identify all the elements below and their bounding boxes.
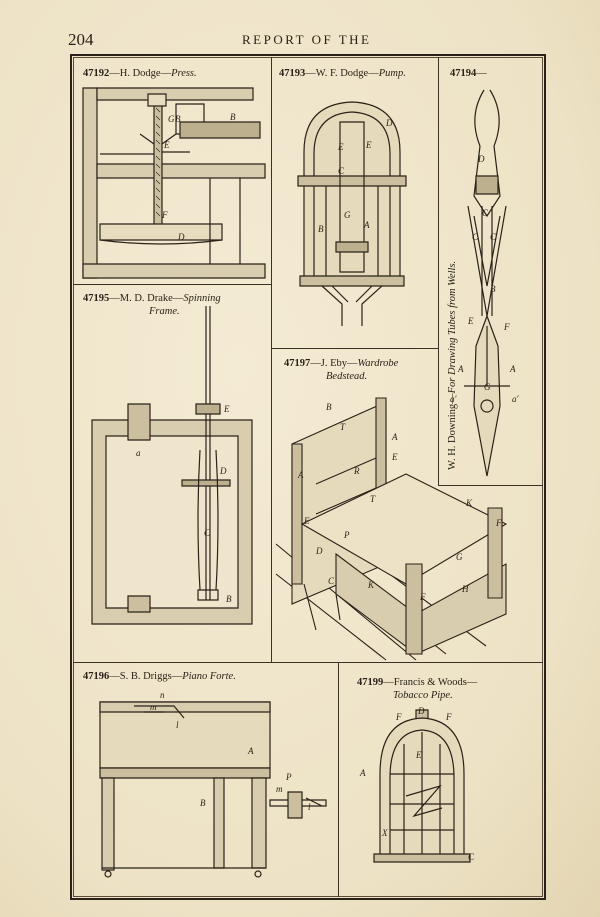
- page-header: 204 REPORT OF THE: [66, 30, 546, 50]
- press-label-f: F: [161, 210, 168, 220]
- bedstead-label-c: C: [328, 576, 335, 586]
- bedstead-label-p: P: [343, 530, 350, 540]
- pipe-label-d: D: [417, 706, 425, 716]
- spinning-label-a: a: [136, 448, 141, 458]
- pipe-label-f2: F: [445, 712, 452, 722]
- bedstead-label-g: G: [456, 552, 463, 562]
- pump-label-e2: E: [365, 140, 372, 150]
- piano-label-p: P: [285, 772, 292, 782]
- caption-47192: 47192—H. Dodge—Press.: [83, 68, 197, 79]
- bedstead-label-h: H: [461, 584, 469, 594]
- tubes-label-c1: C: [482, 208, 489, 218]
- bedstead-label-t1: T: [340, 422, 346, 432]
- plate-frame-inner: [73, 57, 543, 897]
- piano-forte-drawing: n m l A B P m l: [94, 690, 332, 882]
- tubes-label-a-prime1: a': [450, 394, 458, 404]
- piano-label-n: n: [160, 690, 165, 700]
- bedstead-label-f2: F: [419, 592, 426, 602]
- pipe-label-c: C: [468, 852, 475, 862]
- bedstead-label-a2: A: [297, 470, 304, 480]
- bedstead-label-f1: F: [495, 518, 502, 528]
- pump-label-g: G: [344, 210, 351, 220]
- divider-v-bottom: [338, 662, 339, 897]
- pump-label-c: C: [338, 166, 345, 176]
- press-label-e: E: [163, 140, 170, 150]
- caption-47197: 47197—J. Eby—Wardrobe Bedstead.: [284, 358, 399, 382]
- pipe-label-f1: F: [395, 712, 402, 722]
- tubes-label-a2: A: [509, 364, 516, 374]
- pump-drawing: D E E C B G A: [292, 82, 412, 332]
- divider-h-bottom: [73, 662, 543, 663]
- divider-v-left: [271, 57, 272, 662]
- press-label-g: G: [168, 114, 175, 124]
- pipe-label-e: E: [415, 750, 422, 760]
- tubes-label-b: B: [490, 284, 496, 294]
- bedstead-label-b: B: [326, 402, 332, 412]
- press-drawing: G B B E F D: [80, 82, 268, 282]
- page-number: 204: [68, 30, 94, 49]
- press-label-b2: B: [230, 112, 236, 122]
- piano-label-m1: m: [150, 702, 157, 712]
- wardrobe-bedstead-drawing: B T A E R A T E P D C K K F G F H: [276, 384, 538, 660]
- tubes-label-e: E: [467, 316, 474, 326]
- caption-47195: 47195—M. D. Drake—Spinning Frame.: [83, 293, 221, 317]
- caption-47193: 47193—W. F. Dodge—Pump.: [279, 68, 406, 79]
- pump-label-d: D: [385, 118, 393, 128]
- pipe-label-x: X: [381, 828, 388, 838]
- press-label-b1: B: [175, 114, 181, 124]
- divider-h-press: [73, 284, 271, 285]
- pump-label-a: A: [363, 220, 370, 230]
- pump-label-e1: E: [337, 142, 344, 152]
- bedstead-label-t2: T: [370, 494, 376, 504]
- bedstead-label-e1: E: [391, 452, 398, 462]
- divider-v-right: [438, 57, 439, 485]
- tubes-label-g: G: [484, 382, 491, 392]
- spinning-label-d: D: [219, 466, 227, 476]
- caption-47194: 47194—: [450, 68, 487, 79]
- tobacco-pipe-drawing: F D F E A X C: [359, 706, 475, 874]
- tubes-drawing: D C C C B E F A G A a' a': [450, 86, 520, 482]
- tubes-label-f: F: [503, 322, 510, 332]
- bedstead-label-k2: K: [367, 580, 375, 590]
- piano-label-a: A: [247, 746, 254, 756]
- plate-frame: [70, 54, 546, 900]
- pump-label-b: B: [318, 224, 324, 234]
- bedstead-label-a1: A: [391, 432, 398, 442]
- divider-h-pump: [271, 348, 438, 349]
- piano-label-l2: l: [308, 802, 311, 812]
- caption-47196: 47196—S. B. Driggs—Piano Forte.: [83, 671, 236, 682]
- tubes-label-c2: C: [472, 232, 479, 242]
- spinning-label-e: E: [223, 404, 230, 414]
- piano-label-l1: l: [176, 720, 179, 730]
- spinning-label-b: B: [226, 594, 232, 604]
- running-title: REPORT OF THE: [242, 32, 372, 47]
- tubes-label-a-prime2: a': [512, 394, 520, 404]
- piano-label-b: B: [200, 798, 206, 808]
- press-label-d: D: [177, 232, 185, 242]
- spinning-label-c: C: [204, 528, 211, 538]
- tubes-label-c3: C: [490, 232, 497, 242]
- bedstead-label-k1: K: [465, 498, 473, 508]
- bedstead-label-d: D: [315, 546, 323, 556]
- bedstead-label-r: R: [353, 466, 360, 476]
- divider-h-tubes: [438, 485, 543, 486]
- tubes-label-d: D: [477, 154, 485, 164]
- piano-label-m2: m: [276, 784, 283, 794]
- pipe-label-a: A: [359, 768, 366, 778]
- spinning-frame-drawing: E a D C B: [86, 300, 266, 630]
- caption-47199: 47199—Francis & Woods— Tobacco Pipe.: [357, 677, 478, 701]
- bedstead-label-e2: E: [303, 516, 310, 526]
- tubes-label-a1: A: [457, 364, 464, 374]
